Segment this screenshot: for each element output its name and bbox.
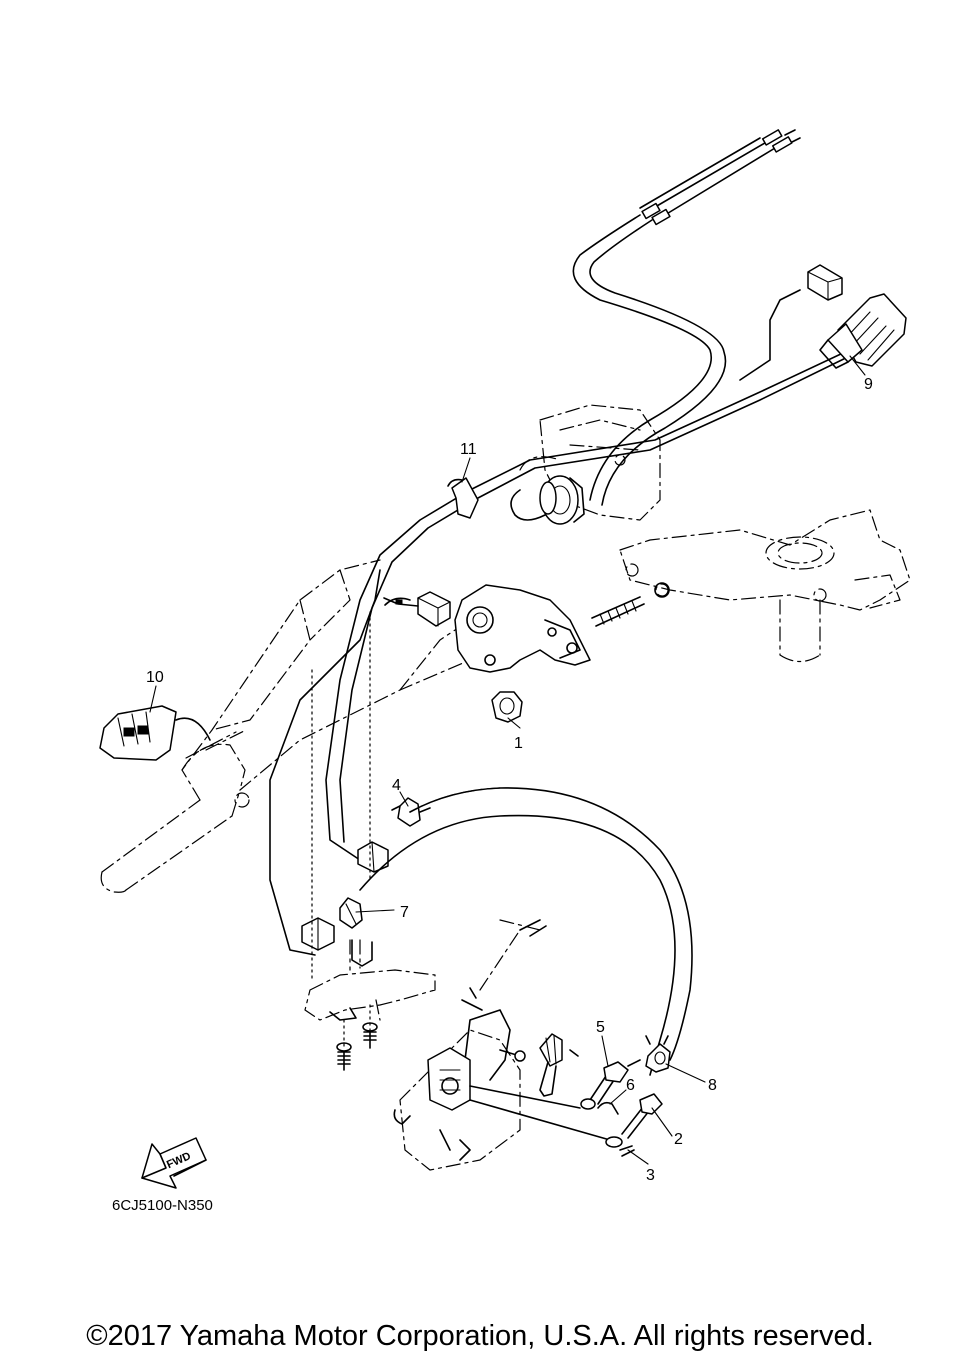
steering-bracket <box>619 509 911 663</box>
control-mechanism <box>393 919 611 1171</box>
loop-cables <box>359 787 693 1076</box>
leader-lines <box>149 355 866 1165</box>
callout-10: 10 <box>146 669 164 686</box>
part-7-clamp <box>339 897 363 929</box>
callout-9: 9 <box>864 376 873 393</box>
callout-5: 5 <box>596 1019 605 1036</box>
threaded-rod <box>591 582 670 627</box>
part-10-switch <box>99 705 211 761</box>
part-11-cable-band <box>447 477 479 519</box>
coupler-connector <box>807 264 843 301</box>
pivot-knuckle <box>454 584 591 673</box>
harness-coupler <box>383 591 451 627</box>
grommet <box>539 475 585 525</box>
part-1-nut <box>491 691 523 723</box>
callout-2: 2 <box>674 1131 683 1148</box>
part-6-clip <box>597 1101 619 1115</box>
mounting-plate <box>304 939 436 1021</box>
callout-11: 11 <box>460 441 477 458</box>
screw-left <box>336 1042 352 1071</box>
callout-7: 7 <box>400 904 409 921</box>
callout-3: 3 <box>646 1167 655 1184</box>
copyright-notice: ©2017 Yamaha Motor Corporation, U.S.A. A… <box>86 1320 874 1352</box>
fwd-arrow <box>141 1137 207 1189</box>
part-3-clip <box>619 1145 635 1157</box>
tiller-handle <box>100 559 471 893</box>
part-9-connector <box>819 293 907 369</box>
shift-lever-gear <box>539 1033 579 1097</box>
callout-1: 1 <box>514 735 523 752</box>
part-5-joint <box>580 1059 641 1110</box>
wire-clip-lower <box>301 917 335 951</box>
callout-6: 6 <box>626 1077 635 1094</box>
alignment-lines <box>311 611 371 1051</box>
part-8-clip <box>645 1035 671 1073</box>
screw-right <box>362 1022 378 1049</box>
wire-harness <box>269 289 861 956</box>
wire-clip-upper <box>357 841 389 873</box>
callout-8: 8 <box>708 1077 717 1094</box>
callout-4: 4 <box>392 777 401 794</box>
part-2-rod <box>605 1093 663 1148</box>
part-4-clamp <box>391 797 431 827</box>
drawing-code: 6CJ5100-N350 <box>112 1197 213 1214</box>
remote-control-cables <box>572 129 801 506</box>
